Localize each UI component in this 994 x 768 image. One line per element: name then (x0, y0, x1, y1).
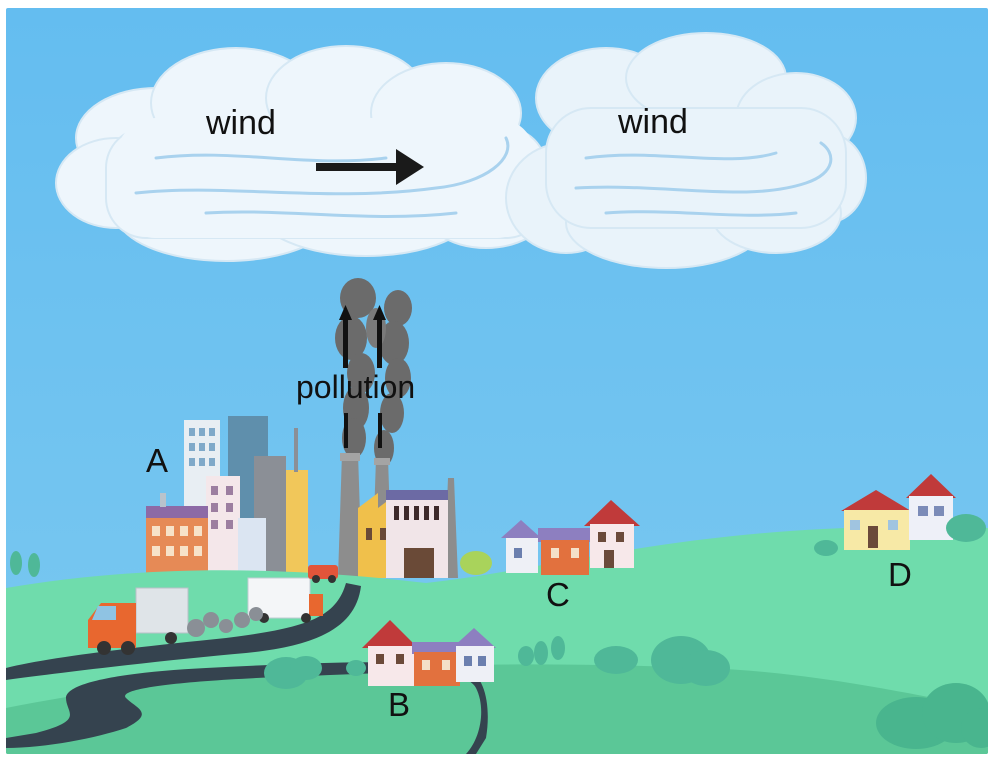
pollution-label: pollution (296, 369, 415, 405)
wind-label-left: wind (205, 104, 276, 142)
pollution-wind-diagram: wind wind pollution (6, 8, 988, 754)
bushes-right (876, 683, 988, 749)
wind-label-right: wind (617, 103, 688, 141)
location-d-label: D (888, 556, 912, 593)
bushes-middle (264, 636, 730, 689)
factory (358, 490, 448, 578)
houses-d (841, 474, 956, 550)
exhaust-smoke (187, 607, 263, 637)
houses-b (362, 620, 496, 686)
location-c-label: C (546, 576, 570, 613)
road (6, 583, 488, 754)
houses-c (501, 500, 640, 575)
bushes-d (814, 514, 986, 556)
trees-left (10, 551, 40, 577)
location-b-label: B (388, 686, 410, 723)
ground-hill-front (6, 664, 988, 754)
location-a-label: A (146, 442, 168, 479)
bushes-city (460, 551, 492, 575)
wind-swirls (134, 136, 833, 219)
car (308, 565, 338, 583)
arrow-right-icon (316, 149, 424, 185)
city-buildings (146, 416, 308, 576)
arrow-up-icon (339, 305, 386, 448)
truck-large (88, 587, 189, 655)
